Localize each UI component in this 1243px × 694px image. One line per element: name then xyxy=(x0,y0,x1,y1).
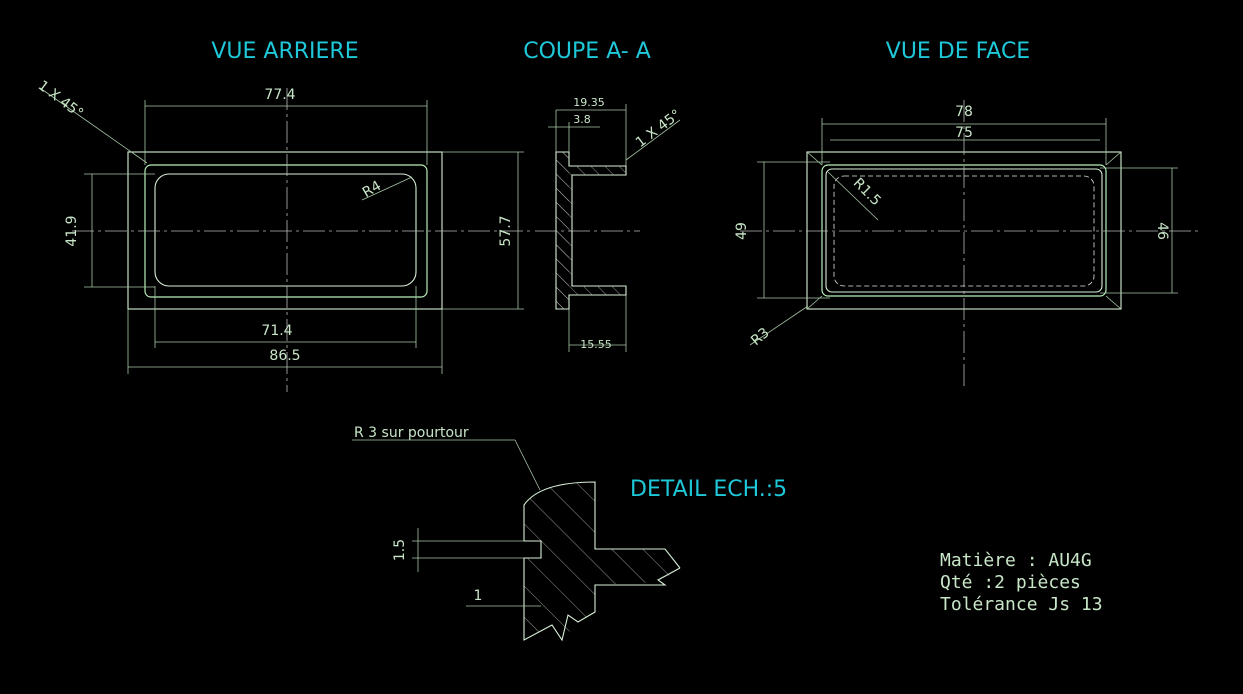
dim-front-top1: 78 xyxy=(955,104,973,120)
dim-back-outer-bottom: 86.5 xyxy=(269,348,300,364)
dim-back-chamfer: 1 X 45° xyxy=(35,78,86,122)
section-view: 19.35 3.8 1 X 45° 15.55 xyxy=(535,96,684,352)
dim-back-radius: R4 xyxy=(360,178,384,201)
front-view: 78 75 R1.5 49 46 R3 xyxy=(734,100,1202,390)
note-material: Matière : AU4G xyxy=(940,550,1092,571)
section-view-title: COUPE A- A xyxy=(523,39,651,64)
dim-front-left: 49 xyxy=(734,222,750,240)
dim-sec-bottom: 15.55 xyxy=(580,338,612,351)
note-tolerance: Tolérance Js 13 xyxy=(940,594,1103,615)
material-notes: Matière : AU4G Qté :2 pièces Tolérance J… xyxy=(940,550,1103,615)
dim-sec-top1: 19.35 xyxy=(573,96,605,109)
back-view-title: VUE ARRIERE xyxy=(211,39,358,64)
dim-front-top2: 75 xyxy=(955,125,973,141)
back-view: 77.4 1 X 45° 41.9 57.7 R4 71.4 86.5 xyxy=(35,78,532,392)
dim-sec-top2: 3.8 xyxy=(573,113,591,126)
dim-sec-chamfer: 1 X 45° xyxy=(633,107,684,151)
dim-detail-radius: R 3 sur pourtour xyxy=(354,425,469,441)
dim-front-corner: R3 xyxy=(748,325,773,349)
dim-back-left: 41.9 xyxy=(64,215,80,246)
dim-back-top: 77.4 xyxy=(264,87,295,103)
dim-back-right: 57.7 xyxy=(498,215,514,246)
dim-detail-height: 1.5 xyxy=(392,539,408,561)
detail-view: R 3 sur pourtour 1.5 1 xyxy=(352,425,681,642)
detail-title: DETAIL ECH.:5 xyxy=(630,477,787,502)
note-quantity: Qté :2 pièces xyxy=(940,572,1081,593)
dim-front-radius: R1.5 xyxy=(850,175,884,209)
front-view-title: VUE DE FACE xyxy=(886,39,1030,64)
dim-back-inner-bottom: 71.4 xyxy=(261,323,292,339)
dim-detail-width: 1 xyxy=(474,588,483,604)
dim-front-right: 46 xyxy=(1154,222,1170,240)
